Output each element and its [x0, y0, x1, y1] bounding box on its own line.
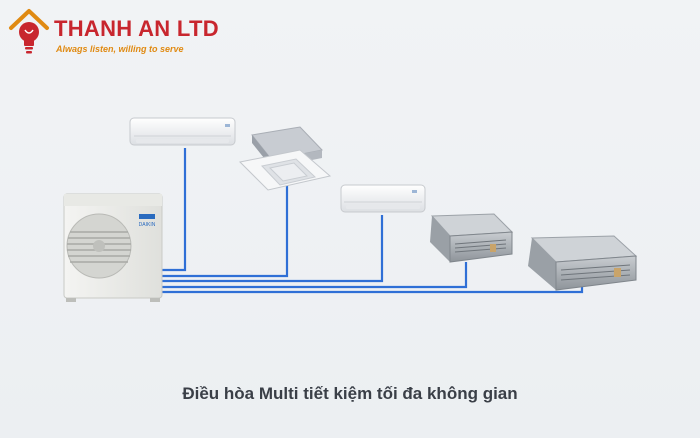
brand-slogan: Alwags listen, willing to serve — [56, 44, 184, 54]
ducted-unit-1 — [430, 213, 514, 263]
brand-name: THANH AN LTD — [54, 16, 219, 41]
outdoor-unit-brand: DAIKIN — [139, 222, 156, 228]
diagram-caption: Điều hòa Multi tiết kiệm tối đa không gi… — [182, 384, 518, 403]
house-lightbulb-icon — [9, 9, 49, 54]
company-logo: THANH AN LTD Alwags listen, willing to s… — [6, 6, 219, 58]
pipe-to-ducted-1 — [162, 262, 468, 289]
wall-unit-1 — [129, 117, 236, 146]
outdoor-unit: DAIKIN — [63, 193, 163, 302]
pipe-to-wall-unit-2 — [162, 215, 384, 283]
pipe-to-cassette — [162, 184, 289, 278]
wall-unit-2 — [340, 184, 426, 213]
pipe-to-wall-unit-1 — [162, 148, 187, 272]
cassette-unit — [238, 126, 332, 191]
ducted-unit-2 — [528, 235, 638, 291]
refrigerant-pipes — [162, 148, 584, 294]
